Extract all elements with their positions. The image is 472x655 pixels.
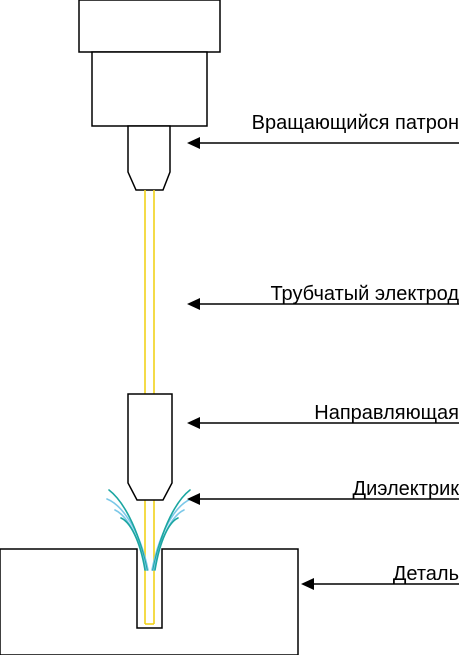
chuck-upper-block bbox=[78, 0, 221, 53]
arrow-head-icon bbox=[187, 493, 200, 505]
callout-arrow-electrode bbox=[187, 298, 459, 310]
arrow-head-icon bbox=[187, 298, 200, 310]
dielectric-jets bbox=[106, 489, 192, 571]
guide bbox=[127, 393, 173, 501]
dielectric-jet-right-1 bbox=[152, 489, 191, 571]
arrow-head-icon bbox=[187, 417, 200, 429]
label-guide: Направляющая bbox=[314, 402, 459, 424]
dielectric-jet-left-1 bbox=[108, 489, 148, 571]
dielectric-jet-left-3 bbox=[120, 517, 146, 571]
label-chuck: Вращающийся патрон bbox=[252, 112, 459, 134]
callout-arrow-chuck bbox=[187, 137, 459, 149]
dielectric-jet-right-3 bbox=[154, 517, 179, 571]
workpiece bbox=[0, 548, 299, 655]
callout-arrow-workpiece bbox=[301, 578, 459, 590]
label-dielectric: Диэлектрик bbox=[353, 478, 460, 500]
dielectric-jet-right-outer bbox=[151, 498, 192, 571]
label-electrode: Трубчатый электрод bbox=[270, 283, 459, 305]
callout-arrow-guide bbox=[187, 417, 459, 429]
chuck-body bbox=[91, 51, 208, 127]
chuck-collet bbox=[127, 125, 171, 191]
label-workpiece: Деталь bbox=[393, 563, 459, 585]
arrow-head-icon bbox=[187, 137, 200, 149]
callout-arrow-dielectric bbox=[187, 493, 459, 505]
dielectric-jet-left-outer bbox=[106, 498, 149, 571]
arrow-head-icon bbox=[301, 578, 314, 590]
